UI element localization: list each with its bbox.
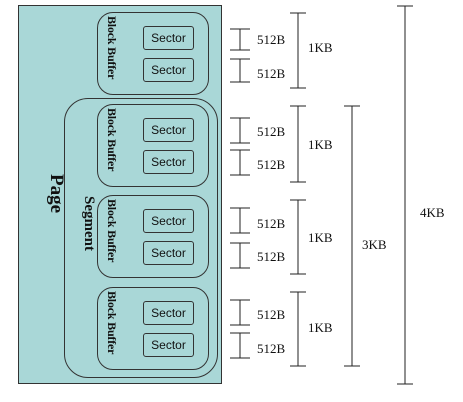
sector-size-label: 512B — [257, 32, 286, 47]
page-size-label: 4KB — [420, 205, 445, 220]
block-buffer-3: Block Buffer Sector Sector — [97, 195, 209, 278]
sector-size-label: 512B — [257, 341, 286, 356]
block-buffer-label: Block Buffer — [105, 108, 119, 172]
sector-box: Sector — [143, 333, 194, 357]
block-size-label: 1KB — [308, 230, 333, 245]
block-buffer-label: Block Buffer — [105, 16, 119, 80]
page-label: Page — [46, 174, 67, 214]
segment-label: Segment — [81, 196, 97, 251]
sector-size-label: 512B — [257, 66, 286, 81]
sector-size-label: 512B — [257, 124, 286, 139]
block-buffer-4: Block Buffer Sector Sector — [97, 287, 209, 370]
segment-size-label: 3KB — [362, 237, 387, 252]
block-size-label: 1KB — [308, 40, 333, 55]
block-buffer-2: Block Buffer Sector Sector — [97, 104, 209, 187]
sector-box: Sector — [143, 209, 194, 233]
sector-size-label: 512B — [257, 157, 286, 172]
sector-size-label: 512B — [257, 249, 286, 264]
sector-box: Sector — [143, 150, 194, 174]
sector-box: Sector — [143, 26, 194, 50]
sector-size-label: 512B — [257, 307, 286, 322]
block-size-label: 1KB — [308, 137, 333, 152]
block-buffer-label: Block Buffer — [105, 291, 119, 355]
block-buffer-1: Block Buffer Sector Sector — [97, 12, 209, 95]
sector-size-label: 512B — [257, 216, 286, 231]
sector-box: Sector — [143, 241, 194, 265]
sector-box: Sector — [143, 118, 194, 142]
sector-box: Sector — [143, 301, 194, 325]
block-size-label: 1KB — [308, 320, 333, 335]
sector-box: Sector — [143, 58, 194, 82]
segment-box — [64, 98, 218, 378]
block-buffer-label: Block Buffer — [105, 199, 119, 263]
